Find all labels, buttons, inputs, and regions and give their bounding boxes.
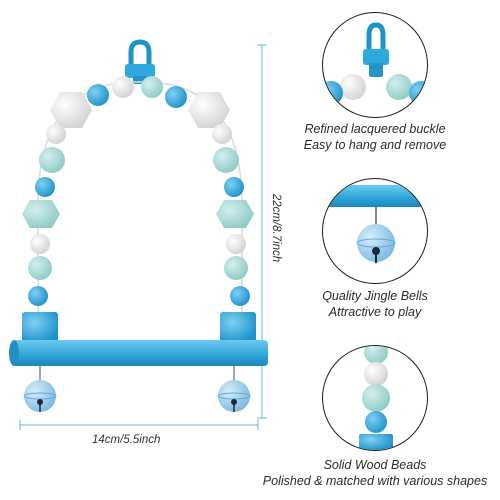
detail-circle-buckle: [322, 12, 428, 118]
detail-circle-beads: [322, 345, 428, 451]
bell-icon: [217, 366, 251, 412]
width-dimension-line: [19, 420, 259, 430]
width-label: 14cm/5.5inch: [92, 434, 161, 446]
feature-1-title: Refined lacquered buckle: [304, 122, 446, 136]
bell-icon: [23, 366, 57, 412]
feature-2-title: Quality Jingle Bells: [322, 289, 428, 303]
wooden-perch: [9, 340, 268, 366]
feature-2-subtitle: Attractive to play: [328, 305, 422, 319]
height-label: 22cm/8.7inch: [270, 193, 282, 263]
detail-circle-bell: [322, 178, 428, 284]
feature-3-title: Solid Wood Beads: [323, 458, 427, 472]
feature-1-subtitle: Easy to hang and remove: [303, 138, 447, 152]
feature-3-subtitle: Polished & matched with various shapes: [262, 474, 488, 488]
